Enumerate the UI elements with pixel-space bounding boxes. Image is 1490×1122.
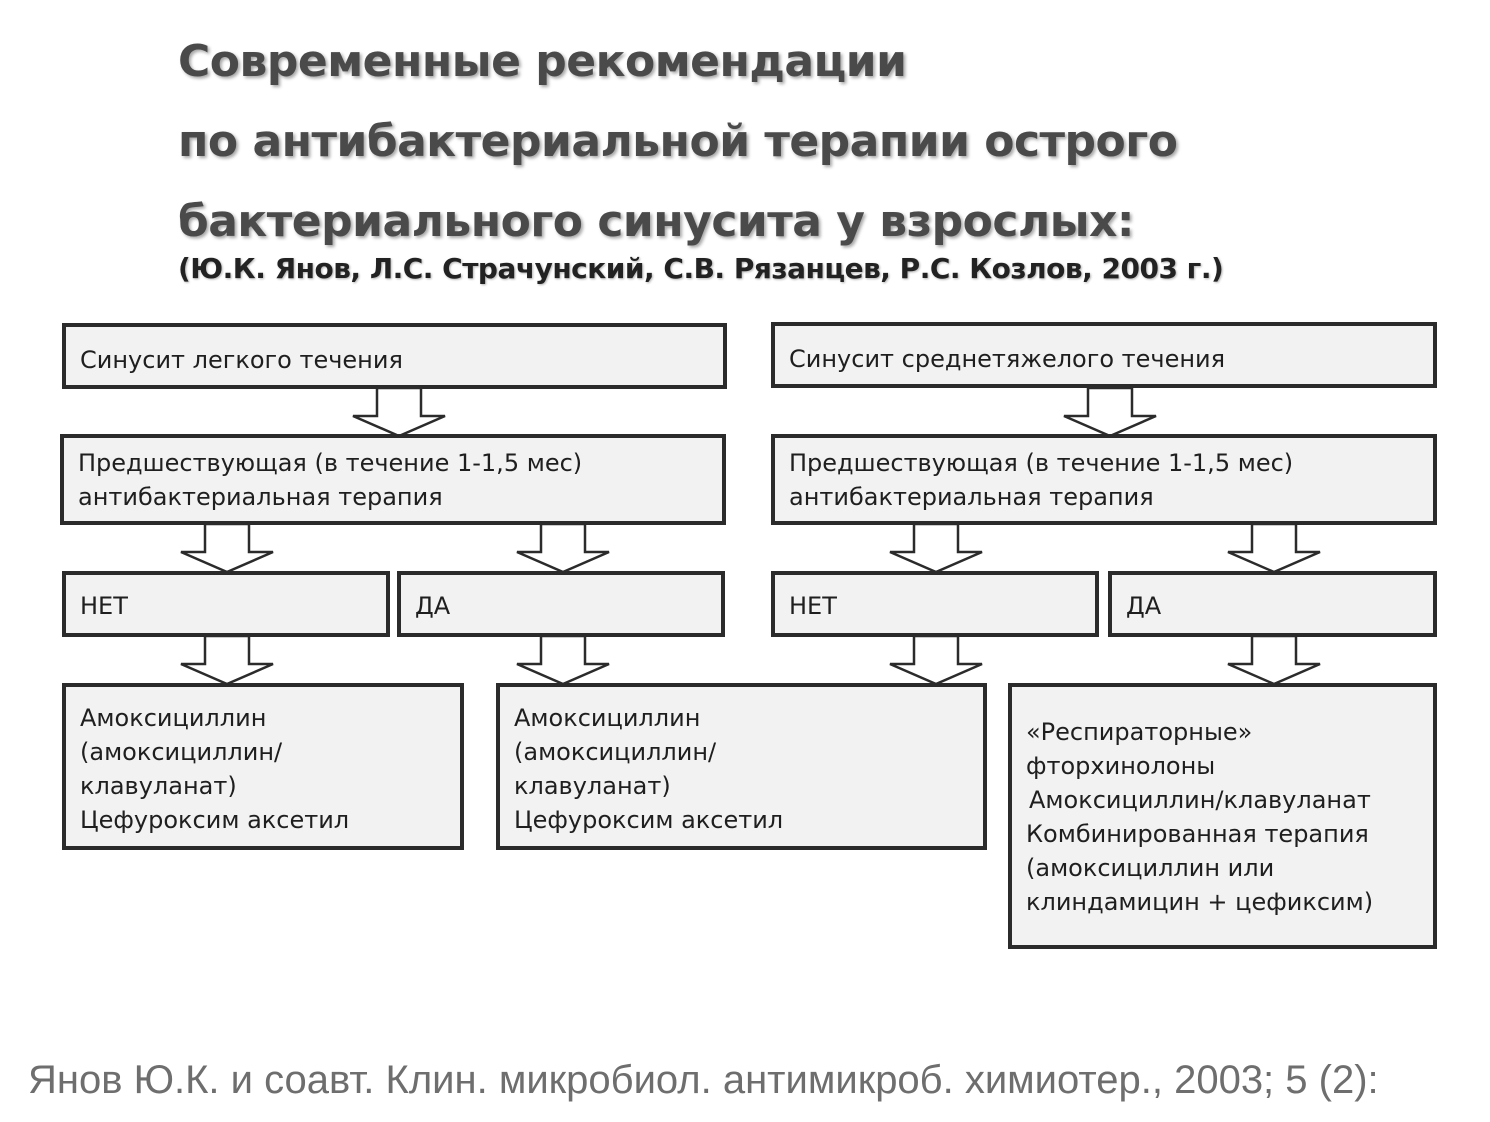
result-line: Амоксициллин [514,704,701,732]
moderate-yes-box: ДА [1108,571,1437,637]
mild-prior-line-2: антибактериальная терапия [78,483,443,511]
moderate-prior-therapy-box: Предшествующая (в течение 1-1,5 мес) ант… [771,434,1437,525]
moderate-prior-line-2: антибактериальная терапия [789,483,1154,511]
mild-no-label: НЕТ [80,592,128,620]
mild-prior-therapy-box: Предшествующая (в течение 1-1,5 мес) ант… [60,434,726,525]
arrow-moderate-prior-to-yes [1226,522,1322,574]
result-line: Амоксициллин/клавуланат [1029,786,1371,814]
moderate-no-label: НЕТ [789,592,837,620]
result-line: Цефуроксим аксетил [80,806,350,834]
result-line: клавуланат) [514,772,671,800]
result-line: (амоксициллин/ [80,738,283,766]
result-line: Амоксициллин [80,704,267,732]
authors-line: (Ю.К. Янов, Л.С. Страчунский, С.В. Рязан… [178,252,1224,285]
result-line: «Респираторные» [1026,718,1253,746]
result-line: клавуланат) [80,772,237,800]
title-line-2: по антибактериальной терапии острого [178,116,1178,167]
result-line: Цефуроксим аксетил [514,806,784,834]
moderate-yes-result-box: «Респираторные» фторхинолоны Амоксицилли… [1008,683,1437,949]
arrow-moderate-no-to-result [888,634,984,686]
mild-yes-box: ДА [397,571,725,637]
reference-citation: Янов Ю.К. и соавт. Клин. микробиол. анти… [28,1058,1379,1102]
arrow-moderate-severity-to-prior [1062,386,1158,438]
mild-no-box: НЕТ [62,571,390,637]
mild-severity-box: Синусит легкого течения [62,323,727,389]
mild-prior-line-1: Предшествующая (в течение 1-1,5 мес) [78,449,583,477]
moderate-severity-box: Синусит среднетяжелого течения [771,322,1437,388]
arrow-mild-severity-to-prior [351,386,447,438]
moderate-no-box: НЕТ [771,571,1099,637]
result-line: клиндамицин + цефиксим) [1026,888,1374,916]
mild-yes-label: ДА [415,592,451,620]
shared-result-box: Амоксициллин (амоксициллин/ клавуланат) … [496,683,987,850]
title-line-1: Современные рекомендации [178,36,907,87]
result-line: фторхинолоны [1026,752,1216,780]
title-line-3: бактериального синусита у взрослых: [178,196,1134,247]
result-line: (амоксициллин или [1026,854,1275,882]
arrow-moderate-prior-to-no [888,522,984,574]
result-line: (амоксициллин/ [514,738,717,766]
arrow-mild-prior-to-no [179,522,275,574]
arrow-mild-yes-to-result [515,634,611,686]
arrow-mild-no-to-result [179,634,275,686]
page-title: Современные рекомендации по антибактериа… [178,22,1458,262]
result-line: Комбинированная терапия [1026,820,1369,848]
mild-no-result-box: Амоксициллин (амоксициллин/ клавуланат) … [62,683,464,850]
moderate-yes-label: ДА [1126,592,1162,620]
moderate-prior-line-1: Предшествующая (в течение 1-1,5 мес) [789,449,1294,477]
arrow-moderate-yes-to-result [1226,634,1322,686]
arrow-mild-prior-to-yes [515,522,611,574]
mild-severity-label: Синусит легкого течения [80,346,403,374]
moderate-severity-label: Синусит среднетяжелого течения [789,345,1226,373]
